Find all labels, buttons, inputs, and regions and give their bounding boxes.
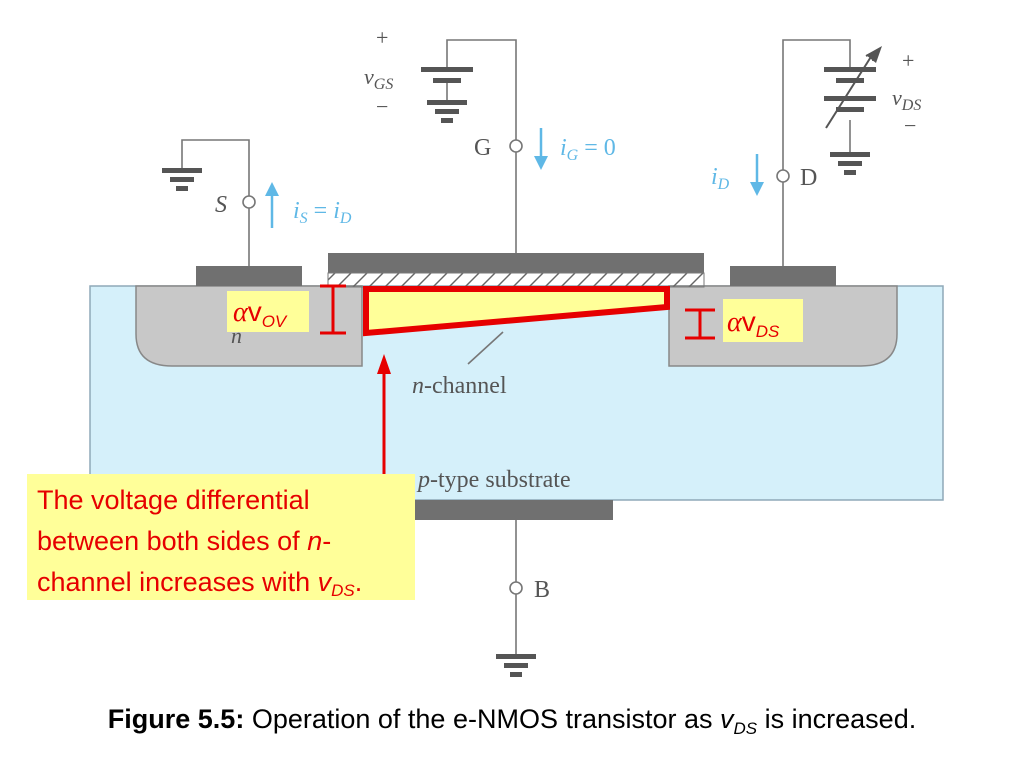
source-ground-icon [162,168,202,191]
p-substrate-label: p-type substrate [416,467,571,493]
id-arrow-icon [750,154,764,196]
vds-plus-label: + [902,48,914,73]
callout-arrow [377,354,391,476]
callout-box: The voltage differential between both si… [27,474,415,600]
alpha-vds-label: αvDS [727,306,780,341]
caption-figure-number: Figure 5.5: [107,704,245,734]
drain-contact [730,266,836,286]
alpha-vov-label: αvOV [233,296,288,331]
vov-ibeam-marker [320,284,346,335]
gate-oxide [327,272,705,288]
source-contact [196,266,302,286]
vds-variable-battery-icon [824,46,882,129]
source-terminal-label: S [215,192,227,218]
callout-line-3: channel increases with vDS. [37,567,363,600]
drain-terminal-node [776,169,790,183]
drain-ground-icon [830,152,870,175]
body-terminal-node [509,581,523,595]
vds-label: vDS [892,85,921,114]
gate-metal [328,253,704,273]
callout-line-2: between both sides of n- [37,526,332,556]
ig-current-label: iG = 0 [560,135,616,164]
gate-ground-icon [427,100,467,123]
alpha-vov-highlight [227,291,309,332]
figure-caption: Figure 5.5: Operation of the e-NMOS tran… [107,704,917,738]
vgs-minus-label: − [376,94,388,119]
body-contact [415,500,613,520]
body-ground-icon [496,654,536,677]
vgs-label: vGS [364,64,393,93]
callout-line-1: The voltage differential [37,485,310,515]
source-region-label: n [231,323,242,348]
circuit-wires [181,39,851,654]
vds-minus-label: − [904,113,916,138]
vds-ibeam-marker [685,308,715,340]
n-channel-label: n-channel [412,373,507,399]
ig-arrow-icon [534,128,548,170]
is-arrow-icon [265,182,279,228]
drain-terminal-label: D [800,165,817,191]
gate-terminal-label: G [474,135,491,161]
id-current-label: iD [711,164,730,193]
is-current-label: iS = iD [293,198,352,227]
body-terminal-label: B [534,577,550,603]
n-channel-wedge [363,286,670,337]
vgs-battery-icon [421,67,473,83]
source-terminal-node [242,195,256,209]
alpha-vds-highlight [723,299,803,342]
vgs-plus-label: + [376,25,388,50]
gate-terminal-node [509,139,523,153]
